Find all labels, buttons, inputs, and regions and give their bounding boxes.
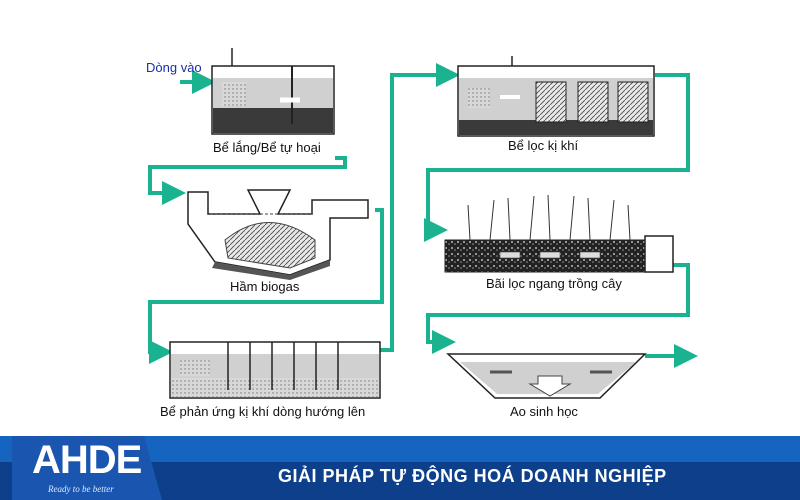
footer-banner: AHDE Ready to be better GIẢI PHÁP TỰ ĐỘN… bbox=[0, 436, 800, 500]
company-logo: AHDE Ready to be better bbox=[12, 436, 162, 500]
baffled-reactor bbox=[169, 341, 381, 399]
pipe-septic-to-biogas bbox=[148, 156, 347, 205]
footer-title: GIẢI PHÁP TỰ ĐỘNG HOÁ DOANH NGHIỆP bbox=[278, 466, 667, 486]
flow-pipes bbox=[148, 63, 698, 368]
pipe-biogas-to-baffled bbox=[148, 208, 384, 364]
label-biological-pond: Ao sinh học bbox=[510, 404, 578, 419]
logo-text: AHDE bbox=[32, 438, 142, 482]
biological-pond bbox=[446, 353, 647, 399]
label-baffled-reactor: Bể phản ứng kị khí dòng hướng lên bbox=[160, 404, 366, 419]
planted-wetland bbox=[444, 194, 674, 273]
biogas-digester bbox=[187, 189, 369, 280]
pipe-wetland-to-pond bbox=[426, 263, 690, 354]
pipe-filter-to-wetland bbox=[424, 73, 690, 242]
label-planted-wetland: Bãi lọc ngang trồng cây bbox=[486, 276, 622, 291]
logo-slogan: Ready to be better bbox=[48, 484, 114, 494]
anaerobic-filter bbox=[457, 56, 655, 137]
label-inflow: Dòng vào bbox=[146, 60, 202, 75]
label-anaerobic-filter: Bể lọc kị khí bbox=[508, 138, 579, 153]
pipe-baffled-to-filter bbox=[380, 63, 460, 352]
label-biogas: Hầm biogas bbox=[230, 279, 300, 294]
label-septic-tank: Bể lắng/Bể tự hoại bbox=[213, 140, 321, 155]
septic-tank bbox=[211, 48, 335, 135]
